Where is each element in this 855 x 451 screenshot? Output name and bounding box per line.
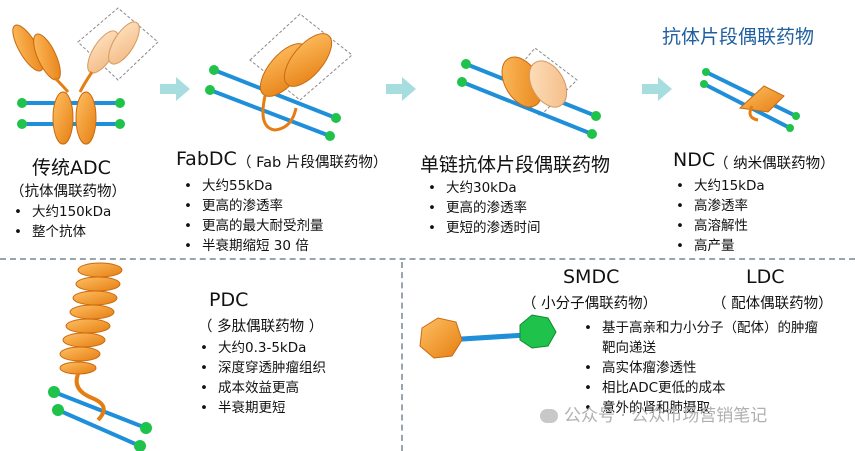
ndc-subtitle: （ 纳米偶联药物） bbox=[714, 156, 835, 172]
fabdc-fragment-icon bbox=[205, 13, 353, 141]
arrow-right-icon bbox=[386, 77, 416, 101]
arrow-right-icon bbox=[642, 77, 672, 101]
list-item: 高渗透率 bbox=[672, 196, 765, 216]
fabdc-subtitle: （ Fab 片段偶联药物） bbox=[237, 155, 388, 171]
adc-antibody-icon bbox=[12, 7, 159, 145]
list-item: 更高的渗透率 bbox=[180, 196, 324, 216]
list-item: 大约55kDa bbox=[180, 176, 324, 196]
list-item: 更高的渗透率 bbox=[424, 198, 541, 218]
list-item: 更短的渗透时间 bbox=[424, 218, 541, 238]
list-item: 大约30kDa bbox=[424, 178, 541, 198]
watermark: 公众号 · 公众市场营销笔记 bbox=[540, 401, 767, 426]
list-item: 成本效益更高 bbox=[196, 378, 326, 398]
adc-subtitle: （抗体偶联药物） bbox=[10, 184, 126, 200]
ldc-name: LDC bbox=[746, 266, 785, 288]
list-item: 大约0.3-5kDa bbox=[196, 338, 326, 358]
fabdc-name: FabDC bbox=[176, 148, 237, 170]
list-item: 高溶解性 bbox=[672, 216, 765, 236]
list-item: 半衰期缩短 30 倍 bbox=[180, 236, 324, 256]
ndc-bullets: 大约15kDa 高渗透率 高溶解性 高产量 bbox=[672, 176, 765, 256]
pdc-subtitle: （ 多肽偶联药物 ） bbox=[198, 319, 324, 335]
adc-bullets: 大约150kDa 整个抗体 bbox=[10, 202, 111, 242]
arrow-right-icon bbox=[160, 77, 190, 101]
list-item: 相比ADC更低的成本 bbox=[580, 378, 840, 398]
ldc-subtitle: （ 配体偶联药物） bbox=[712, 296, 833, 312]
scfv-name: 单链抗体片段偶联药物 bbox=[420, 154, 611, 176]
list-item: 深度穿透肿瘤组织 bbox=[196, 358, 326, 378]
ndc-name: NDC bbox=[673, 149, 716, 171]
scfv-fragment-icon bbox=[457, 47, 601, 139]
pdc-name: PDC bbox=[209, 289, 249, 311]
list-item: 意外的肾和肺摄取 bbox=[580, 398, 840, 418]
scfv-bullets: 大约30kDa 更高的渗透率 更短的渗透时间 bbox=[424, 178, 541, 238]
fabdc-bullets: 大约55kDa 更高的渗透率 更高的最大耐受剂量 半衰期缩短 30 倍 bbox=[180, 176, 324, 256]
horizontal-divider bbox=[0, 258, 855, 260]
smdc-ldc-bullets: 基于高亲和力小分子（配体）的肿瘤靶向递送 高实体瘤渗透性 相比ADC更低的成本 … bbox=[580, 318, 840, 418]
pdc-peptide-icon bbox=[48, 262, 152, 451]
ndc-nanobody-icon bbox=[700, 68, 800, 132]
page-title: 抗体片段偶联药物 bbox=[662, 26, 815, 48]
list-item: 更高的最大耐受剂量 bbox=[180, 216, 324, 236]
smdc-molecule-icon bbox=[419, 314, 557, 359]
adc-name: 传统ADC bbox=[32, 157, 111, 179]
pdc-bullets: 大约0.3-5kDa 深度穿透肿瘤组织 成本效益更高 半衰期更短 bbox=[196, 338, 326, 418]
list-item: 高产量 bbox=[672, 236, 765, 256]
list-item: 基于高亲和力小分子（配体）的肿瘤靶向递送 bbox=[580, 318, 822, 358]
list-item: 高实体瘤渗透性 bbox=[580, 358, 840, 378]
watermark-text: 公众号 · 公众市场营销笔记 bbox=[564, 406, 768, 426]
list-item: 半衰期更短 bbox=[196, 398, 326, 418]
list-item: 大约15kDa bbox=[672, 176, 765, 196]
vertical-divider bbox=[401, 262, 403, 451]
list-item: 大约150kDa bbox=[10, 202, 111, 222]
list-item: 整个抗体 bbox=[10, 222, 111, 242]
smdc-name: SMDC bbox=[563, 266, 620, 288]
smdc-subtitle: （ 小分子偶联药物） bbox=[522, 296, 658, 312]
wechat-icon bbox=[540, 409, 558, 423]
